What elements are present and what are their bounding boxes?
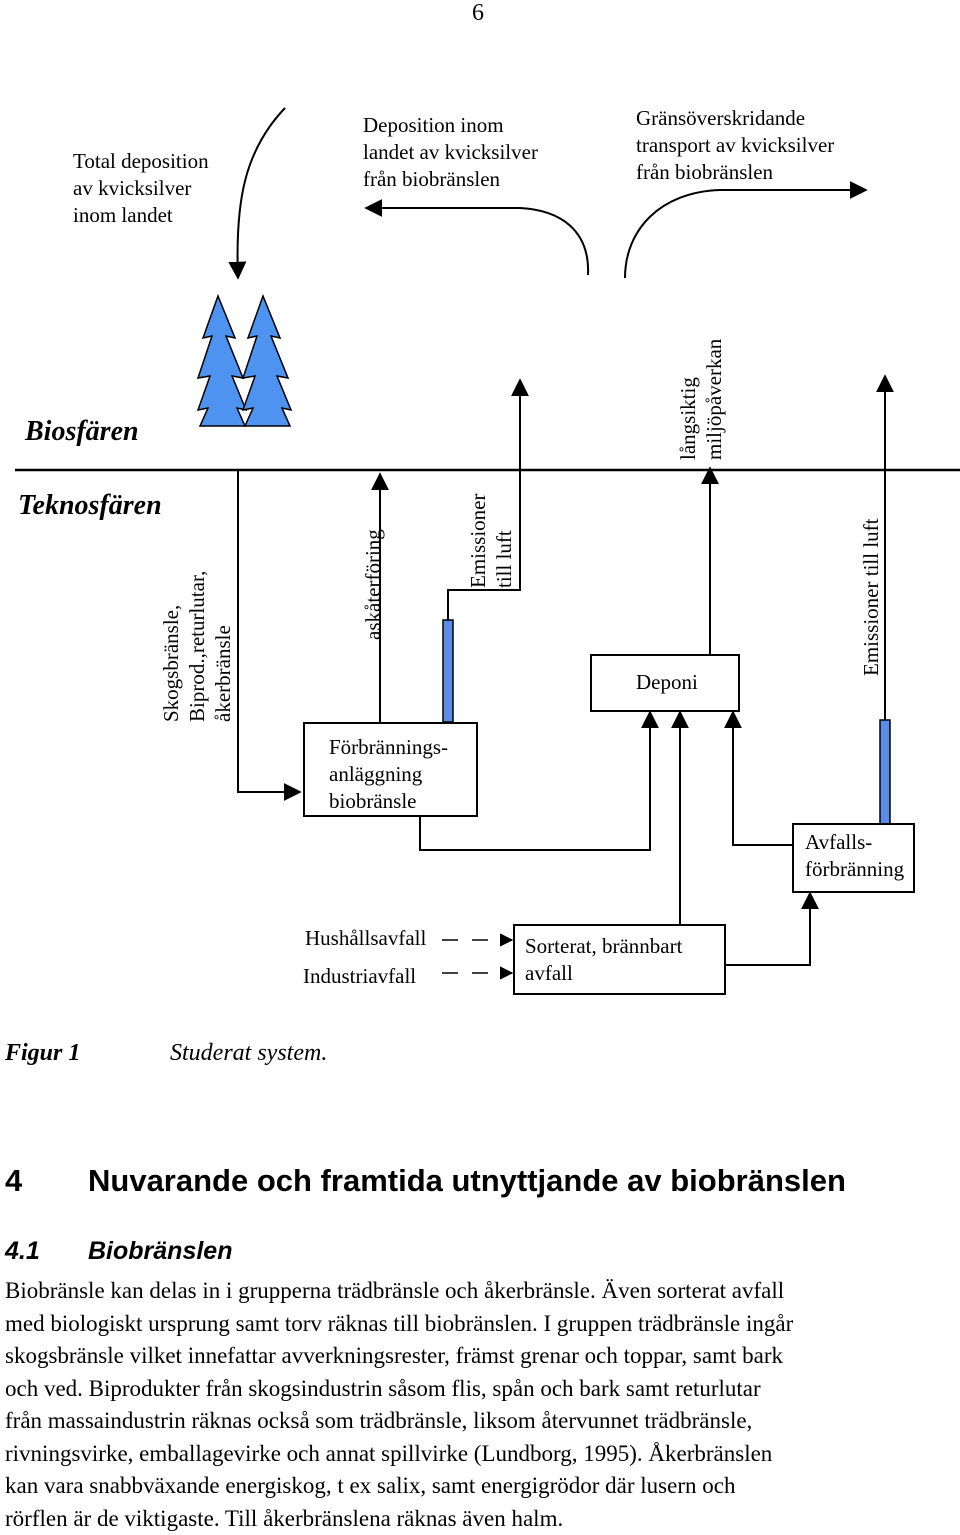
skogsbransle-label: Skogsbränsle, Biprod.,returlutar, åkerbr… (159, 570, 235, 722)
tree-icon (196, 293, 293, 427)
paragraph-line: och ved. Biprodukter från skogsindustrin… (5, 1375, 761, 1401)
paragraph-line: rörflen är de viktigaste. Till åkerbräns… (5, 1505, 564, 1531)
total-deposition-label: Total deposition av kvicksilver inom lan… (73, 149, 209, 227)
transport-arrow (624, 181, 868, 279)
emission-bar (442, 619, 454, 723)
forbranning-box: Förbrännings- anläggning biobränsle (303, 722, 478, 817)
figure-caption: Studerat system. (170, 1040, 328, 1066)
askaterforing-label: askåterföring (361, 529, 385, 640)
avfall-to-deponi-arrow (724, 710, 795, 846)
emissioner-label-1: Emissioner till luft (466, 493, 516, 589)
paragraph-line: från massaindustrin räknas också som trä… (5, 1408, 753, 1433)
teknosfaren-label: Teknosfären (18, 490, 162, 521)
emissioner-label-2: Emissioner till luft (859, 518, 883, 677)
ash-to-deponi-arrow (419, 710, 659, 851)
subsection-title: Biobränslen (88, 1237, 233, 1265)
avfallsforbranning-box: Avfalls- förbränning (792, 823, 915, 893)
paragraph-line: kan vara snabbväxande energiskog, t ex s… (5, 1473, 736, 1498)
paragraph-line: med biologiskt ursprung samt torv räknas… (5, 1310, 794, 1336)
emissioner-arrow (447, 378, 529, 620)
figure-label: Figur 1 (5, 1040, 81, 1066)
deposition-inom-label: Deposition inom landet av kvicksilver fr… (363, 113, 538, 191)
deponi-box: Deponi (590, 654, 740, 712)
paragraph-line: rivningsvirke, emballagevirke och annat … (5, 1440, 773, 1466)
subsection-number: 4.1 (5, 1237, 40, 1265)
sorterat-to-avfall-arrow (725, 891, 819, 966)
section-number: 4 (5, 1163, 23, 1198)
paragraph-line: Biobränsle kan delas in i grupperna träd… (5, 1278, 785, 1303)
hushallsavfall-label: Hushållsavfall (305, 926, 427, 950)
section-title: Nuvarande och framtida utnyttjande av bi… (88, 1163, 846, 1198)
flow-diagram (15, 107, 960, 980)
emission-bar-right (879, 719, 891, 826)
langsiktig-label: långsiktig miljöpåverkan (676, 338, 726, 460)
sorterat-box: Sorterat, brännbart avfall (513, 924, 726, 995)
paragraph-line: skogsbränsle vilket innefattar avverknin… (5, 1343, 783, 1368)
deposition-arrow (228, 107, 286, 280)
industriavfall-label: Industriavfall (303, 964, 417, 988)
body-paragraph: Biobränsle kan delas in i grupperna träd… (5, 1275, 955, 1535)
feed-arrow (237, 470, 302, 801)
page-number: 6 (472, 0, 484, 26)
deposition-inom-arrow (364, 199, 590, 276)
biosfaren-label: Biosfären (25, 416, 139, 447)
gransoverskridande-label: Gränsöverskridande transport av kvicksil… (636, 106, 835, 184)
